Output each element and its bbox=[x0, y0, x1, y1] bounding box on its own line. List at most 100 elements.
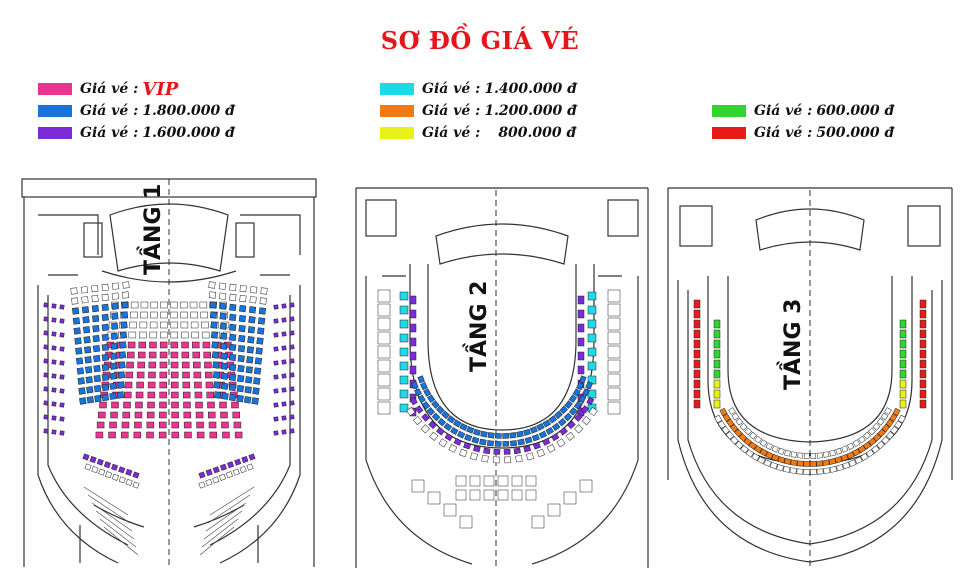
seat bbox=[790, 459, 798, 466]
seat bbox=[130, 311, 138, 319]
seat bbox=[182, 371, 190, 379]
seat bbox=[43, 386, 49, 392]
seat bbox=[757, 456, 766, 465]
seat bbox=[444, 432, 454, 442]
seat bbox=[59, 416, 65, 422]
seat bbox=[828, 458, 837, 465]
seat bbox=[228, 363, 237, 372]
price-swatch bbox=[712, 105, 746, 117]
seat bbox=[91, 284, 99, 293]
seat bbox=[260, 287, 268, 295]
seat bbox=[531, 515, 545, 529]
seat bbox=[428, 420, 437, 429]
seat bbox=[899, 319, 907, 329]
seat bbox=[421, 413, 430, 422]
seat bbox=[229, 313, 237, 322]
seat bbox=[118, 476, 126, 484]
seat bbox=[810, 469, 817, 475]
seat bbox=[411, 479, 425, 493]
seat bbox=[281, 303, 287, 309]
seat bbox=[429, 431, 439, 441]
seat bbox=[159, 411, 167, 419]
seat bbox=[744, 427, 752, 436]
seat bbox=[572, 388, 581, 397]
seat bbox=[233, 421, 242, 429]
seat bbox=[81, 306, 90, 314]
seat bbox=[59, 346, 65, 352]
seat bbox=[399, 319, 409, 329]
seat bbox=[892, 407, 901, 417]
seat bbox=[919, 369, 927, 379]
seat bbox=[257, 327, 265, 335]
seat bbox=[103, 461, 111, 469]
seat bbox=[101, 363, 110, 372]
seat bbox=[51, 303, 57, 309]
seat bbox=[170, 301, 178, 309]
seat bbox=[179, 301, 188, 309]
seat bbox=[246, 463, 254, 471]
seat bbox=[829, 449, 836, 457]
seat bbox=[228, 373, 237, 382]
seat bbox=[876, 417, 885, 426]
seat bbox=[118, 466, 126, 474]
seat bbox=[110, 342, 118, 350]
seat bbox=[551, 422, 561, 431]
seat bbox=[183, 411, 192, 419]
seat bbox=[148, 351, 157, 359]
seat bbox=[790, 451, 798, 458]
seat bbox=[125, 468, 133, 476]
price-swatch bbox=[380, 127, 414, 139]
seat bbox=[209, 301, 217, 309]
seat bbox=[159, 421, 167, 429]
seat bbox=[559, 427, 568, 436]
seat bbox=[436, 427, 445, 436]
seat bbox=[728, 407, 736, 415]
seat bbox=[232, 468, 240, 476]
seat bbox=[118, 361, 126, 369]
seat bbox=[189, 301, 198, 309]
seat bbox=[771, 453, 780, 462]
seat bbox=[205, 381, 214, 389]
seat bbox=[377, 387, 391, 401]
seat bbox=[149, 341, 157, 349]
seat bbox=[75, 357, 84, 365]
seat bbox=[829, 465, 838, 473]
seat bbox=[899, 349, 907, 359]
seat bbox=[120, 321, 128, 329]
seat bbox=[281, 317, 287, 323]
seat bbox=[777, 456, 786, 464]
seat bbox=[59, 360, 65, 366]
seat bbox=[238, 314, 246, 323]
seat bbox=[232, 411, 240, 419]
seat bbox=[738, 433, 748, 442]
seat bbox=[184, 431, 192, 439]
seat bbox=[229, 333, 237, 342]
seat bbox=[221, 392, 229, 400]
seat bbox=[148, 361, 157, 369]
seat bbox=[93, 384, 102, 393]
seat bbox=[121, 301, 129, 309]
seat bbox=[729, 423, 739, 433]
seat bbox=[281, 387, 287, 393]
seat bbox=[101, 293, 109, 302]
seat bbox=[96, 421, 105, 429]
seat bbox=[748, 441, 758, 450]
seat bbox=[409, 365, 417, 375]
seat bbox=[51, 331, 57, 337]
floor-3-seat-map: TẦNG 3 bbox=[667, 187, 953, 568]
seat bbox=[409, 337, 417, 347]
seat bbox=[245, 376, 253, 384]
seat bbox=[473, 428, 481, 436]
seat bbox=[289, 330, 295, 336]
seat bbox=[273, 346, 279, 352]
seat bbox=[586, 396, 595, 406]
seat bbox=[884, 407, 892, 415]
seat bbox=[117, 371, 126, 379]
seat bbox=[547, 503, 561, 517]
seat bbox=[83, 336, 91, 344]
seat bbox=[483, 475, 495, 487]
seat bbox=[513, 447, 521, 455]
seat bbox=[193, 361, 201, 369]
seat bbox=[205, 468, 213, 476]
seat bbox=[890, 425, 899, 435]
